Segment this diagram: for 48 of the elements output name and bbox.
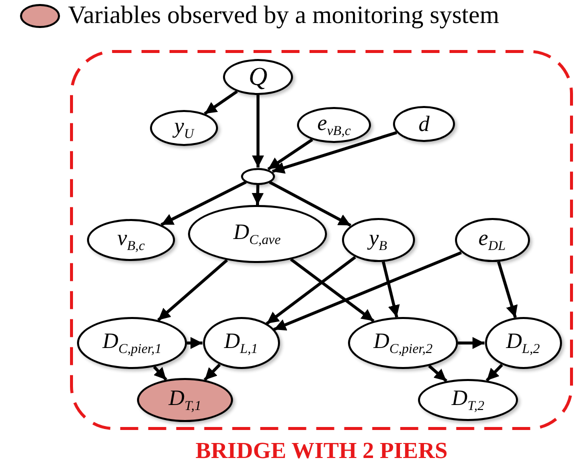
arrow	[157, 259, 228, 322]
arrow	[204, 364, 221, 381]
variable-label: D$_{C,ave}$	[233, 221, 281, 247]
variable-label: D$_{L,2}$	[506, 330, 540, 356]
variable-node	[297, 107, 371, 143]
variable-node	[348, 317, 458, 369]
variable-label: y$_{U}$	[174, 115, 194, 141]
variable-label: y$_{B}$	[368, 227, 388, 253]
variable-label: v$_{B,c}$	[117, 227, 145, 253]
observed-variable-node	[137, 378, 233, 422]
arrow	[458, 337, 484, 349]
variable-node	[188, 205, 326, 263]
variable-label: D$_{C,pier,2}$	[373, 330, 433, 356]
arrow	[187, 337, 202, 349]
arrow	[268, 180, 352, 227]
variable-label: e$_{DL}$	[478, 227, 506, 253]
arrow	[382, 261, 400, 318]
variable-node	[87, 219, 175, 261]
arrow	[160, 180, 247, 226]
variable-label: Q	[248, 64, 268, 90]
arrow	[272, 131, 398, 174]
variable-label: D$_{C,pier,1}$	[102, 330, 162, 356]
group-title: BRIDGE WITH 2 PIERS	[194, 438, 448, 464]
variable-node	[77, 317, 187, 369]
arrow	[266, 256, 356, 325]
arrow	[273, 251, 462, 331]
variable-node	[484, 317, 562, 369]
arrow	[252, 184, 264, 206]
variable-label: d	[418, 113, 430, 135]
arrow	[486, 364, 504, 382]
junction-node	[241, 168, 275, 184]
variable-node	[454, 218, 530, 262]
arrow	[252, 95, 264, 168]
variable-node	[223, 59, 293, 95]
variable-node	[342, 218, 414, 262]
legend-label: Variables observed by a monitoring system	[68, 2, 500, 30]
variable-node	[202, 317, 280, 369]
variable-label: D$_{T,1}$	[168, 387, 202, 413]
variable-label: D$_{L,1}$	[224, 330, 258, 356]
arrow	[204, 90, 238, 115]
arrow	[290, 258, 374, 322]
arrow	[497, 261, 518, 318]
variable-node	[150, 110, 218, 146]
variable-label: D$_{T,2}$	[452, 387, 484, 413]
variable-node	[418, 379, 518, 421]
variable-label: e$_{vB,c}$	[317, 112, 351, 138]
arrow	[267, 138, 314, 170]
variable-node	[393, 106, 455, 142]
